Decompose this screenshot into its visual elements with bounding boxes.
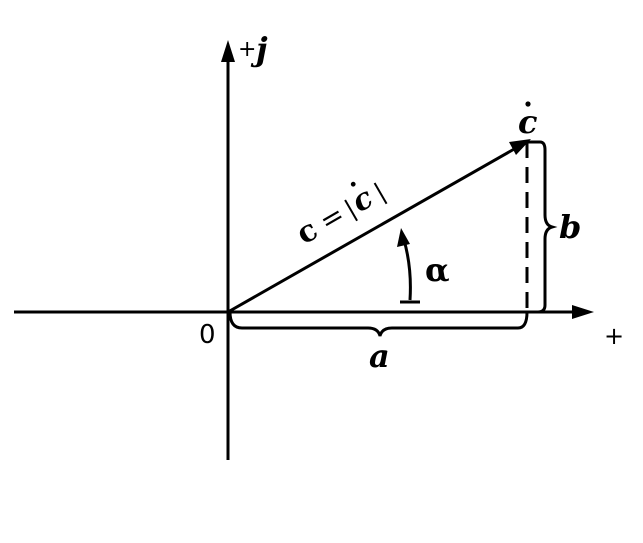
point-label-dot <box>525 101 531 107</box>
magnitude-label-dot <box>350 181 356 187</box>
real-part-brace <box>228 311 529 337</box>
real-axis-arrowhead <box>572 305 594 319</box>
angle-arc-arrowhead <box>397 228 410 247</box>
point-label: c <box>518 103 537 141</box>
magnitude-label-group: c = | c | <box>291 178 391 252</box>
phasor-vector <box>227 146 517 314</box>
real-part-label: a <box>369 337 390 375</box>
origin-label: 0 <box>199 320 216 350</box>
imag-part-label: b <box>559 208 581 246</box>
angle-arc <box>402 239 412 301</box>
real-axis-plus-label: + <box>604 322 624 350</box>
angle-label: α <box>425 251 450 289</box>
imag-axis-plus-label: + <box>238 37 256 62</box>
imag-part-brace <box>527 140 558 314</box>
imaginary-axis-arrowhead <box>221 40 235 62</box>
